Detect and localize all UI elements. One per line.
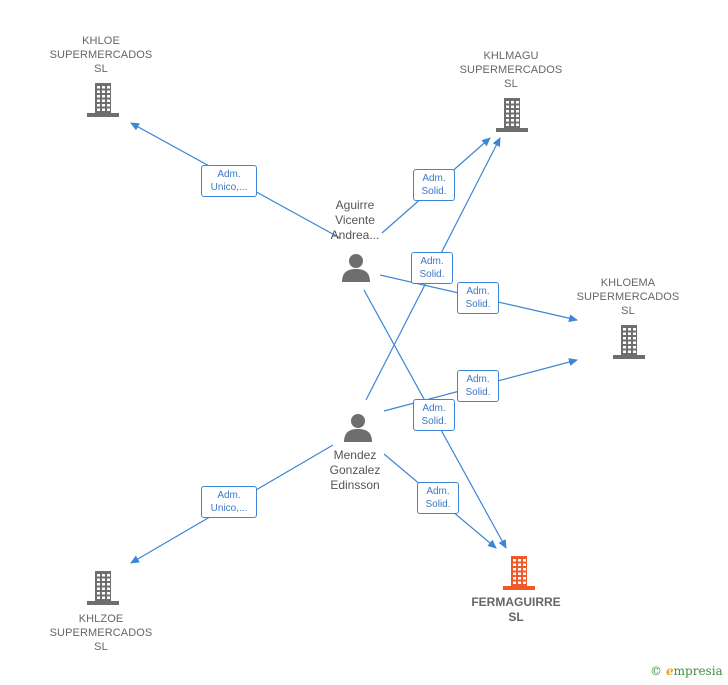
edge-label-mendez-khlmagu[interactable]: Adm. Solid.: [411, 252, 453, 284]
company-label-khlzoe[interactable]: KHLZOE SUPERMERCADOS SL: [49, 613, 153, 653]
person-icon[interactable]: [343, 412, 373, 442]
building-icon[interactable]: [87, 83, 119, 117]
building-icon-highlight[interactable]: [503, 556, 535, 590]
company-label-fermaguirre[interactable]: FERMAGUIRRE SL: [471, 595, 561, 624]
copyright-icon: ©: [650, 664, 662, 678]
edges-layer: [130, 122, 578, 564]
edge-label-mendez-fermaguirre[interactable]: Adm. Solid.: [417, 482, 459, 514]
brand-initial: e: [666, 664, 674, 678]
edge-label-mendez-khlzoe[interactable]: Adm. Unico,...: [201, 486, 257, 518]
building-icon[interactable]: [87, 571, 119, 605]
edge-label-mendez-khloema[interactable]: Adm. Solid.: [457, 370, 499, 402]
building-icon[interactable]: [496, 98, 528, 132]
person-label-mendez[interactable]: Mendez Gonzalez Edinsson: [329, 448, 381, 492]
company-label-khlmagu[interactable]: KHLMAGU SUPERMERCADOS SL: [459, 50, 563, 90]
person-icon[interactable]: [341, 252, 371, 282]
edge-label-aguirre-khlmagu[interactable]: Adm. Solid.: [413, 169, 455, 201]
building-icon[interactable]: [613, 325, 645, 359]
company-label-khloe[interactable]: KHLOE SUPERMERCADOS SL: [49, 35, 153, 75]
edge-label-aguirre-fermaguirre[interactable]: Adm. Solid.: [413, 399, 455, 431]
edge-label-aguirre-khloema[interactable]: Adm. Solid.: [457, 282, 499, 314]
brand-logo: © empresia: [650, 664, 723, 678]
brand-name: mpresia: [673, 664, 723, 678]
person-label-aguirre[interactable]: Aguirre Vicente Andrea...: [330, 198, 380, 242]
company-label-khloema[interactable]: KHLOEMA SUPERMERCADOS SL: [576, 277, 680, 317]
edge-label-aguirre-khloe[interactable]: Adm. Unico,...: [201, 165, 257, 197]
